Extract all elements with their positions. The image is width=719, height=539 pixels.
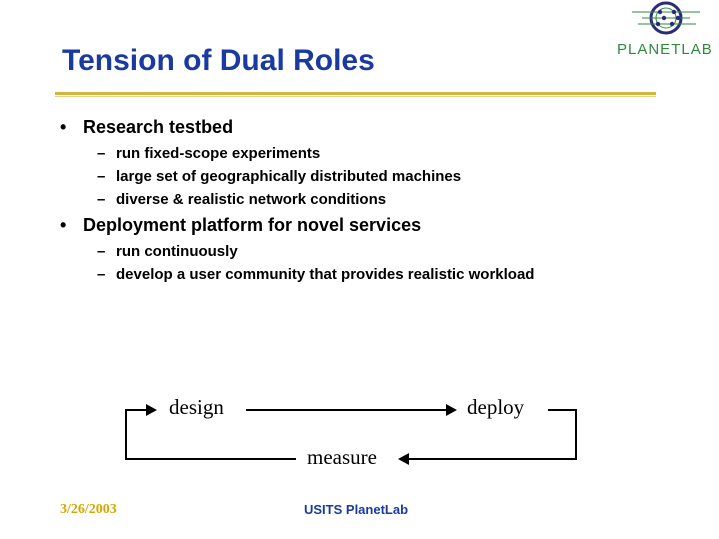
- sub-bullet-text: develop a user community that provides r…: [116, 266, 535, 283]
- sub-bullet-text: diverse & realistic network conditions: [116, 191, 387, 208]
- bullet-text: Research testbed: [83, 117, 234, 137]
- sub-bullet-text: run fixed-scope experiments: [116, 145, 321, 162]
- bullet-item: • Research testbed: [60, 117, 233, 138]
- sub-bullet-item: –develop a user community that provides …: [97, 266, 534, 283]
- slide-title: Tension of Dual Roles: [62, 44, 375, 77]
- sub-bullet-item: –run fixed-scope experiments: [97, 145, 320, 162]
- sub-bullet-text: run continuously: [116, 243, 238, 260]
- sub-bullet-glyph: –: [97, 266, 106, 283]
- footer-date: 3/26/2003: [60, 502, 117, 517]
- sub-bullet-glyph: –: [97, 191, 106, 208]
- sub-bullet-item: –diverse & realistic network conditions: [97, 191, 386, 208]
- title-underline-thin: [55, 96, 656, 97]
- diagram-design-label: design: [169, 395, 224, 420]
- bullet-glyph: •: [60, 117, 67, 137]
- bullet-text: Deployment platform for novel services: [83, 215, 422, 235]
- sub-bullet-glyph: –: [97, 243, 106, 260]
- logo-text: PLANETLAB: [617, 41, 713, 58]
- loop-right-connector: [406, 409, 577, 460]
- arrowhead-design-icon: [146, 404, 157, 416]
- sub-bullet-item: –run continuously: [97, 243, 238, 260]
- planetlab-logo-icon: [632, 1, 700, 35]
- sub-bullet-item: –large set of geographically distributed…: [97, 168, 461, 185]
- arrowhead-measure-icon: [398, 453, 409, 465]
- sub-bullet-text: large set of geographically distributed …: [116, 168, 462, 185]
- footer-title: USITS PlanetLab: [304, 502, 409, 517]
- sub-bullet-glyph: –: [97, 168, 106, 185]
- sub-bullet-glyph: –: [97, 145, 106, 162]
- title-underline: [55, 92, 656, 95]
- diagram-measure-label: measure: [307, 445, 377, 470]
- bullet-item: • Deployment platform for novel services: [60, 215, 421, 236]
- diagram-deploy-label: deploy: [467, 395, 525, 420]
- arrowhead-deploy-icon: [446, 404, 457, 416]
- loop-left-connector: [125, 409, 296, 460]
- bullet-glyph: •: [60, 215, 67, 235]
